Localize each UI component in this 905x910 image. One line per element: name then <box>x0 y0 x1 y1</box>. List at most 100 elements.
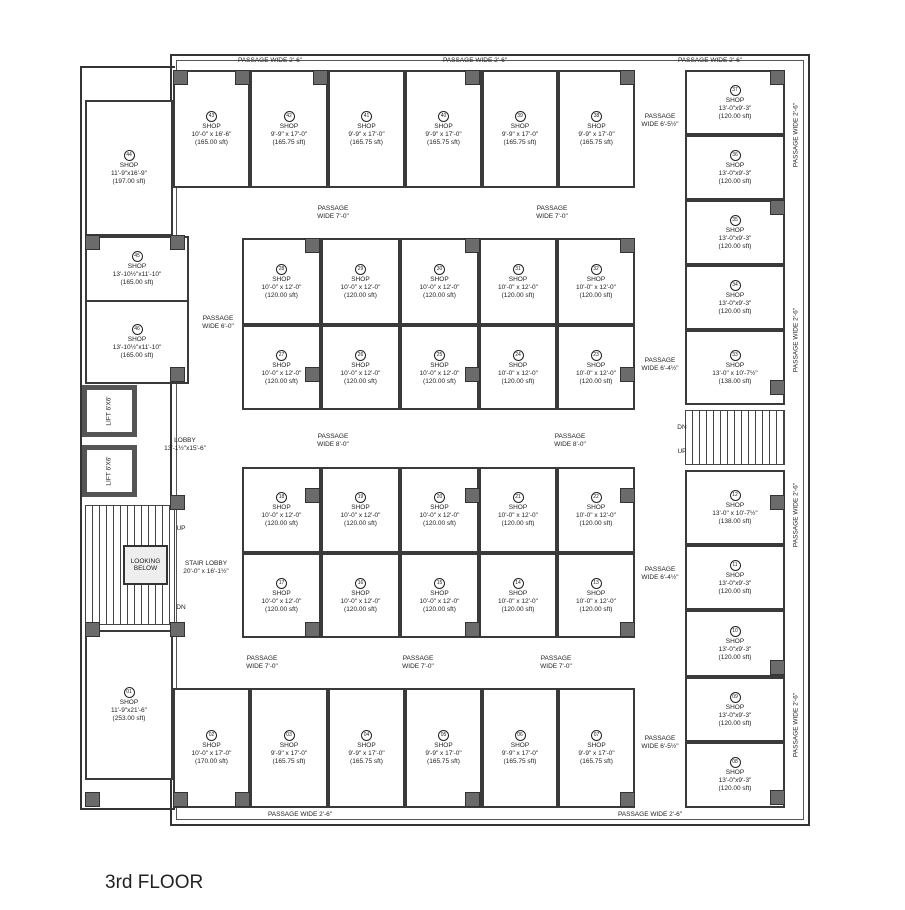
lift-2: LIFT 6'X6' <box>82 445 137 497</box>
structural-column <box>170 235 185 250</box>
structural-column <box>85 792 100 807</box>
lift-2-label: LIFT 6'X6' <box>105 456 113 486</box>
shop-area: (253.00 sft) <box>112 715 146 722</box>
shop-area: (170.00 sft) <box>195 758 228 765</box>
structural-column <box>465 70 480 85</box>
shop-area: (165.75 sft) <box>350 758 383 765</box>
shop-number-badge: 14 <box>512 577 524 589</box>
shop-number-badge: 39 <box>514 111 526 122</box>
shop-area: (120.00 sft) <box>579 291 613 299</box>
stair-down-mark: DN <box>176 604 186 611</box>
shop-area: (120.00 sft) <box>265 377 298 385</box>
shop-number-badge: 36 <box>729 149 741 161</box>
shop-area: (138.00 sft) <box>718 377 752 385</box>
shop-dimensions: 13'-0"x9'-3" <box>718 645 752 653</box>
shop-number-badge: 29 <box>355 263 366 275</box>
structural-column <box>770 70 785 85</box>
structural-column <box>465 238 480 253</box>
shop-area: (120.00 sft) <box>718 785 752 792</box>
shop-dimensions: 9'-9" x 17'-0" <box>501 750 539 757</box>
shop-dimensions: 13'-0"x9'-3" <box>718 777 752 784</box>
looking-below-void: LOOKING BELOW <box>123 545 168 585</box>
shop-dimensions: 10'-0" x 12'-0" <box>261 512 302 519</box>
shop-area: (120.00 sft) <box>344 377 377 385</box>
shop-number-badge: 33 <box>729 349 741 361</box>
lift-1-label: LIFT 6'X6' <box>105 396 113 426</box>
shop-dimensions: 9'-9" x 17'-0" <box>425 131 462 138</box>
shop-type-label: SHOP <box>279 742 299 749</box>
shop-number-badge: 42 <box>283 111 295 122</box>
shop-area: (120.00 sft) <box>423 291 456 299</box>
shop-dimensions: 9'-9" x 17'-0" <box>501 131 539 138</box>
shop-dimensions: 9'-9" x 17'-0" <box>425 750 462 757</box>
shop-type-label: SHOP <box>357 742 376 749</box>
shop-area: (120.00 sft) <box>718 307 752 315</box>
shop-type-label: SHOP <box>272 361 291 369</box>
structural-column <box>770 790 785 805</box>
shop-type-label: SHOP <box>725 361 745 369</box>
shop-dimensions: 10'-0" x 12'-0" <box>340 512 381 519</box>
shop-number-badge: 26 <box>355 349 366 361</box>
shop-area: (138.00 sft) <box>718 517 752 525</box>
shop-dimensions: 9'-9" x 17'-0" <box>348 131 385 138</box>
shop-number-badge: 17 <box>276 577 287 589</box>
structural-column <box>170 622 185 637</box>
shop-type-label: SHOP <box>430 589 449 597</box>
shop-type-label: SHOP <box>202 123 221 130</box>
passage-label: PASSAGE WIDE 2'-6" <box>677 57 743 64</box>
shop-dimensions: 13'-0" x 10'-7½" <box>712 509 758 517</box>
shop-type-label: SHOP <box>725 769 745 776</box>
structural-column <box>770 495 785 510</box>
shop-dimensions: 10'-0" x 12'-0" <box>340 283 381 291</box>
shop-type-label: SHOP <box>725 161 745 169</box>
shop-type-label: SHOP <box>430 504 449 511</box>
shop-number-badge: 20 <box>434 492 445 503</box>
shop-area: (120.00 sft) <box>344 291 377 299</box>
shop-dimensions: 10'-0" x 12'-0" <box>498 512 538 519</box>
shop-area: (165.75 sft) <box>503 139 537 146</box>
shop-type-label: SHOP <box>351 589 370 597</box>
shop-dimensions: 10'-0" x 12'-0" <box>419 512 460 519</box>
structural-column <box>770 660 785 675</box>
shop-type-label: SHOP <box>430 275 449 283</box>
structural-column <box>305 622 320 637</box>
shop-number-badge: 34 <box>729 279 741 291</box>
shop-type-label: SHOP <box>272 504 291 511</box>
structural-column <box>170 367 185 382</box>
shop-number-badge: 32 <box>590 263 602 275</box>
shop-dimensions: 10'-0" x 12'-0" <box>498 283 538 291</box>
shop-dimensions: 11'-9"x21'-6" <box>111 707 147 714</box>
shop-number-badge: 12 <box>729 489 741 501</box>
lift-1: LIFT 6'X6' <box>82 385 137 437</box>
shop-type-label: SHOP <box>434 742 453 749</box>
shop-dimensions: 13'-0"x9'-3" <box>718 234 752 242</box>
structural-column <box>305 367 320 382</box>
passage-label: PASSAGE WIDE 8'-0" <box>554 433 586 448</box>
shop-dimensions: 10'-0" x 12'-0" <box>261 283 302 291</box>
shop-number-badge: 27 <box>276 349 287 361</box>
floor-title: 3rd FLOOR <box>105 872 204 893</box>
shop-number-badge: 02 <box>206 730 217 741</box>
shop-number-badge: 37 <box>729 84 741 96</box>
structural-column <box>770 200 785 215</box>
shop-area: (165.75 sft) <box>427 139 460 146</box>
shop-dimensions: 10'-0" x 12'-0" <box>419 597 460 605</box>
shop-type-label: SHOP <box>202 742 221 749</box>
shop-dimensions: 13'-10½"x11'-10" <box>112 344 162 351</box>
shop-area: (120.00 sft) <box>579 520 613 527</box>
